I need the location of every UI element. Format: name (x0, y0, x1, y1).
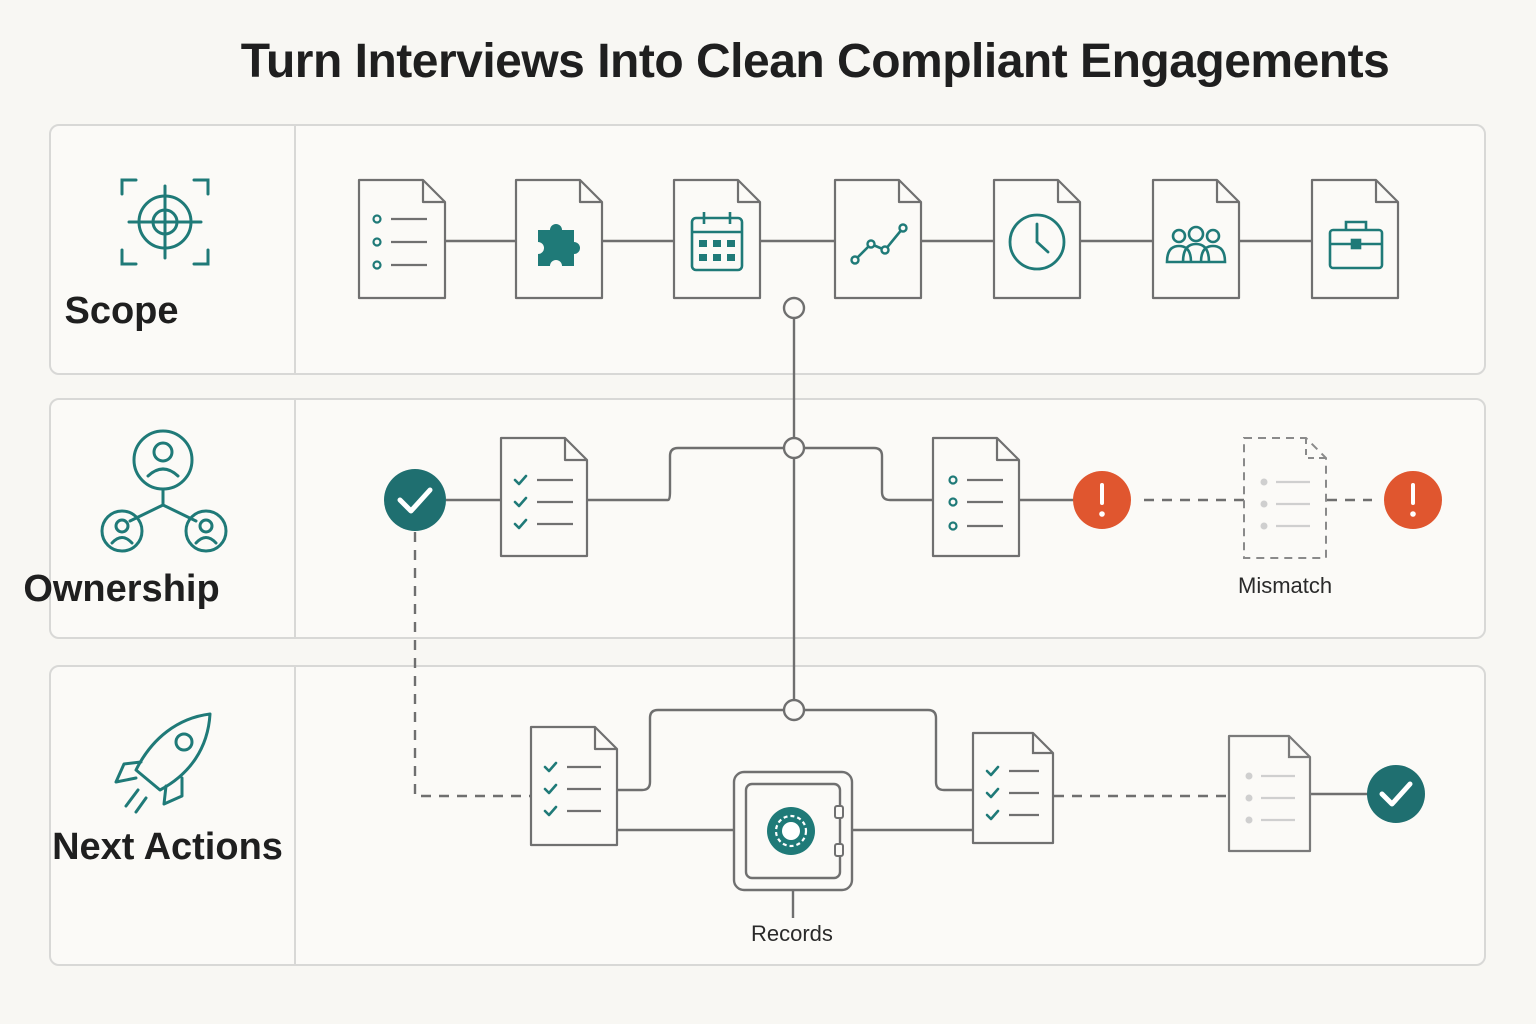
document-clock-icon (992, 178, 1082, 300)
check-circle-icon (1367, 765, 1425, 823)
document-checklist-icon (971, 731, 1055, 845)
page-title: Turn Interviews Into Clean Compliant Eng… (240, 35, 1390, 88)
document-checklist-icon (529, 725, 619, 847)
document-puzzle-icon (514, 178, 604, 300)
document-checklist-icon (499, 436, 589, 558)
safe-vault-icon (732, 770, 854, 892)
lane-label-scope: Scope (64, 290, 179, 332)
document-line-chart-icon (833, 178, 923, 300)
dashed-document-icon (1243, 437, 1327, 559)
team-hierarchy-icon (100, 429, 228, 553)
target-icon (120, 178, 210, 266)
document-briefcase-icon (1310, 178, 1400, 300)
rocket-icon (114, 712, 212, 814)
records-label: Records (751, 921, 833, 946)
alert-circle-icon (1384, 471, 1442, 529)
lane-scope (49, 124, 1486, 375)
lane-label-ownership: Ownership (23, 568, 220, 610)
dashed-connectors (413, 498, 1372, 798)
faded-document-icon (1227, 734, 1312, 853)
document-people-icon (1151, 178, 1241, 300)
document-calendar-icon (672, 178, 762, 300)
lane-label-next-actions: Next Actions (52, 826, 283, 868)
check-circle-icon (384, 469, 446, 531)
mismatch-label: Mismatch (1238, 573, 1333, 598)
junction-nodes (782, 296, 806, 722)
alert-circle-icon (1073, 471, 1131, 529)
document-list-icon (357, 178, 447, 300)
document-list-icon (931, 436, 1021, 558)
connectors (446, 239, 1368, 918)
